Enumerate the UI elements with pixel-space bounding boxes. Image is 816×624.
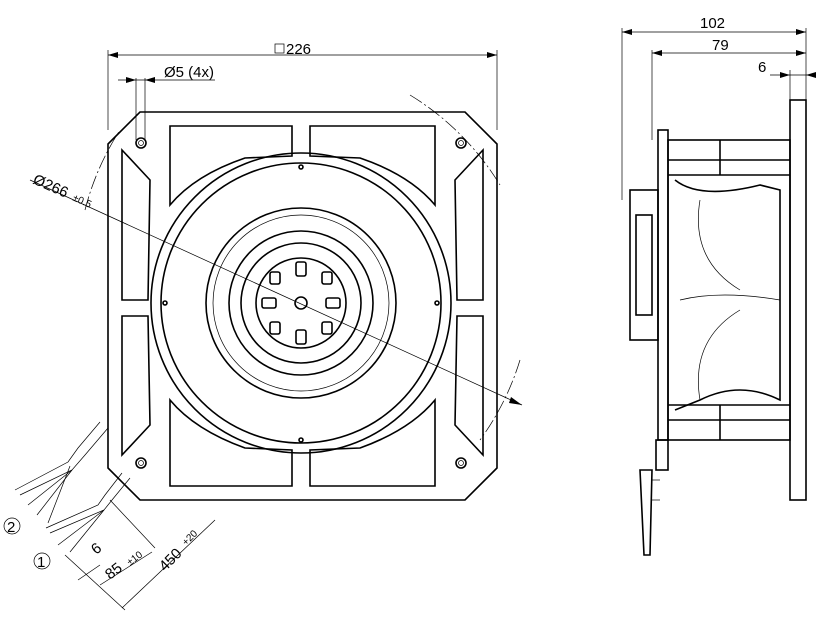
arrow-icon [108,52,118,58]
cable-marker-2 [3,517,21,535]
dim-cable-length-tolerance: +20 [180,528,200,548]
cable-bundle-1 [45,472,131,553]
diameter-arc [409,94,501,186]
cable-label-2: 2 [7,519,15,536]
motor-detail [635,214,653,316]
shaft [294,296,308,310]
arrow-icon [780,72,790,78]
arrow-icon [487,52,497,58]
ext-line [64,554,126,611]
motor-housing [629,189,659,341]
arrow-icon [796,50,806,56]
front-view: 226 Ø5 (4x) [3,41,523,611]
cable-label-1: 1 [37,554,45,571]
dim-lead-length-tolerance: ±10 [125,549,145,568]
dim-line-cable [121,519,216,609]
dim-lead-length: 85 [102,559,126,583]
arrow-icon [796,29,806,35]
cable-gland [655,439,669,471]
cable-marker-1 [33,552,51,570]
dim-outer-diameter: Ø266 [30,171,70,201]
dim-mount-holes: Ø5 (4x) [164,64,214,81]
impeller-inner [212,214,390,392]
motor-rotor [240,242,362,364]
dim-strip-length: 6 [88,540,105,559]
arrow-icon [126,77,136,83]
mounting-plate [789,99,807,501]
venturi-ring [150,152,452,454]
fan-body [667,139,791,441]
dim-outer-diameter-tolerance: ±0.5 [71,193,94,211]
dim-overall-depth: 102 [700,15,725,32]
mount-holes [135,137,467,469]
impeller [205,207,397,399]
frame-openings [121,125,484,487]
square-symbol-icon [274,43,285,54]
dim-cable-length: 450 [156,545,186,575]
dim-line-lead [99,551,153,586]
venturi-ring-inner [160,162,442,444]
ext-line [109,499,156,549]
rotor-slots [261,261,341,345]
arrow-icon [509,397,522,405]
dim-body-depth: 79 [712,37,729,54]
impeller-blades [674,179,781,411]
arrow-icon [806,72,816,78]
side-view: 102 79 6 [621,15,816,556]
dim-plate-thickness: 6 [758,59,766,76]
dim-line-strip [77,564,101,581]
arrow-icon [622,29,632,35]
fan-frame [107,111,498,501]
motor-center [255,257,347,349]
dim-line-diameter [29,179,523,406]
arrow-icon [652,50,662,56]
arrow-icon [145,77,155,83]
motor-hub [228,230,374,376]
diameter-arc [479,359,521,441]
diameter-arc [84,129,121,211]
dim-frame-size: 226 [286,41,311,58]
inlet-flange [657,129,669,441]
cable [639,469,653,556]
cable-bundle-2 [14,421,109,524]
